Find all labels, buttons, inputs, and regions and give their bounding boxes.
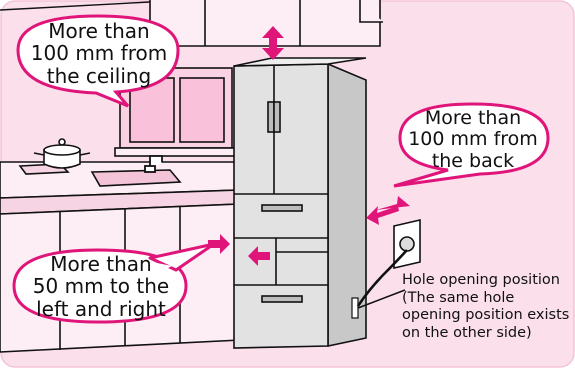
side-callout-line1: More than bbox=[11, 253, 191, 275]
side-callout-line3: left and right bbox=[11, 298, 191, 320]
side-callout-line2: 50 mm to the bbox=[11, 275, 191, 297]
hole-note-line2: (The same hole bbox=[402, 290, 574, 308]
back-callout-text: More than 100 mm from the back bbox=[398, 108, 548, 172]
ceiling-callout-line3: the ceiling bbox=[14, 65, 184, 87]
hole-note-line1: Hole opening position bbox=[402, 272, 574, 290]
hole-note-line3: opening position exists bbox=[402, 307, 574, 325]
ceiling-callout-text: More than 100 mm from the ceiling bbox=[14, 20, 184, 87]
back-callout-line1: More than bbox=[398, 108, 548, 129]
hole-note-line4: on the other side) bbox=[402, 325, 574, 343]
back-callout-line3: the back bbox=[398, 151, 548, 172]
ceiling-callout-line2: 100 mm from bbox=[14, 42, 184, 64]
hole-position-note: Hole opening position (The same hole ope… bbox=[402, 272, 574, 343]
ceiling-callout-line1: More than bbox=[14, 20, 184, 42]
hole-marker bbox=[352, 298, 358, 318]
wall-cabinets bbox=[150, 0, 383, 46]
side-callout-text: More than 50 mm to the left and right bbox=[11, 253, 191, 320]
back-callout-line2: 100 mm from bbox=[398, 129, 548, 150]
